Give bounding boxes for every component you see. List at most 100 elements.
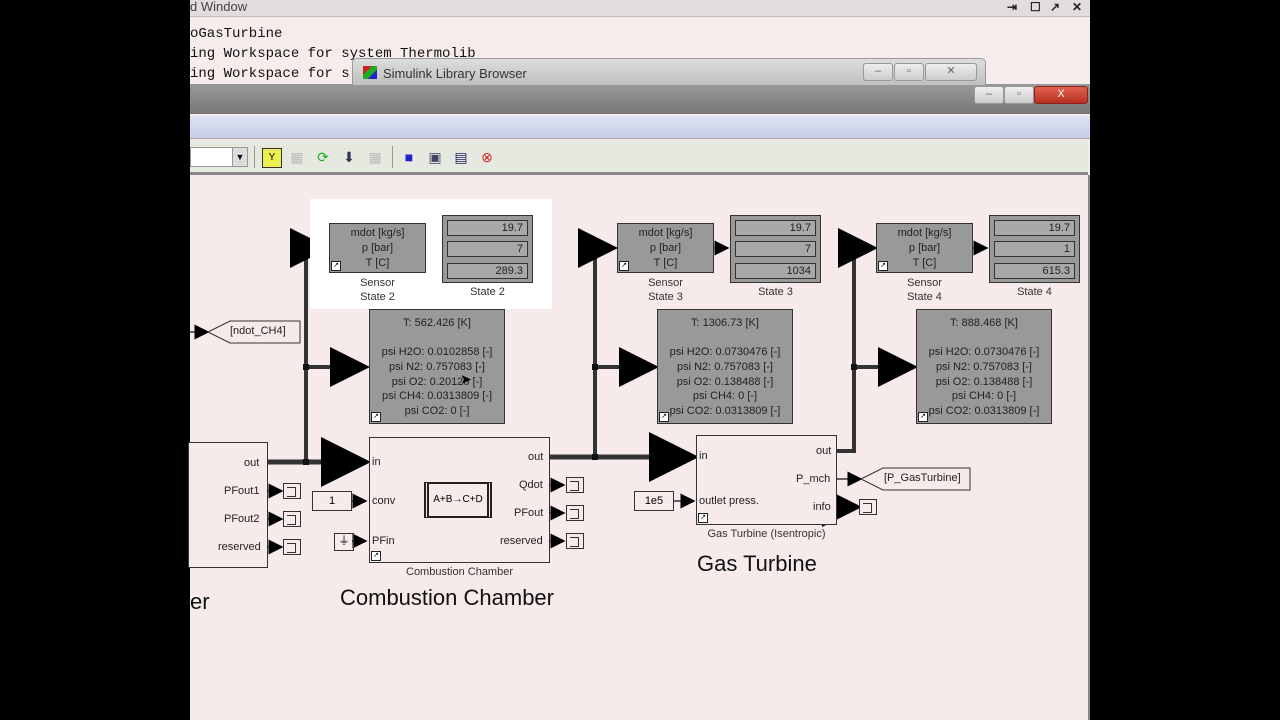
goto-tag-power[interactable]: [P_GasTurbine] bbox=[884, 472, 961, 484]
compressor-block[interactable] bbox=[188, 442, 268, 568]
sensor-label: p [bar] bbox=[908, 242, 941, 254]
ground-icon[interactable]: ⏚ bbox=[334, 533, 354, 551]
block-name: Gas Turbine (Isentropic) bbox=[707, 528, 826, 540]
terminator-block[interactable] bbox=[283, 539, 301, 555]
display-value: 7 bbox=[735, 241, 816, 257]
diagram-canvas[interactable]: out PFout1 PFout2 reserved er [ndot_CH4]… bbox=[188, 175, 1090, 720]
state-info-3[interactable]: T: 1306.73 [K] psi H2O: 0.0730476 [-] ps… bbox=[657, 309, 793, 424]
psi-label: psi H2O: 0.0730476 [-] bbox=[928, 346, 1040, 358]
maximize-icon[interactable]: ☐ bbox=[1030, 0, 1041, 14]
port-label: info bbox=[813, 501, 831, 513]
restore-button[interactable]: ▫ bbox=[894, 63, 924, 81]
command-window-titlebar: d Window ⇥ ☐ ↗ ✕ bbox=[190, 0, 1090, 17]
model-advisor-icon[interactable]: Y bbox=[262, 148, 282, 168]
terminator-block[interactable] bbox=[566, 533, 584, 549]
sensor-state-4[interactable]: mdot [kg/s] p [bar] T [C] ↗ bbox=[876, 223, 973, 273]
terminator-block[interactable] bbox=[566, 505, 584, 521]
sensor-label: mdot [kg/s] bbox=[638, 227, 693, 239]
psi-label: psi N2: 0.757083 [-] bbox=[676, 361, 773, 373]
profiler-icon[interactable]: ⊗ bbox=[481, 149, 493, 165]
update-icon[interactable]: ⟳ bbox=[317, 149, 329, 165]
link-icon: ↗ bbox=[918, 412, 928, 422]
compressor-caption: er bbox=[190, 589, 210, 614]
load-icon[interactable]: ⬇ bbox=[343, 149, 355, 165]
port-label: out bbox=[816, 445, 832, 457]
port-label: outlet press. bbox=[699, 495, 759, 507]
port-label: reserved bbox=[218, 541, 261, 553]
library-browser-title: Simulink Library Browser bbox=[383, 66, 527, 81]
psi-label: psi N2: 0.757083 [-] bbox=[935, 361, 1032, 373]
close-button[interactable]: ✕ bbox=[925, 63, 977, 81]
state-info-4[interactable]: T: 888.468 [K] psi H2O: 0.0730476 [-] ps… bbox=[916, 309, 1052, 424]
terminator-block[interactable] bbox=[859, 499, 877, 515]
psi-label: psi CH4: 0 [-] bbox=[692, 390, 758, 402]
link-icon: ↗ bbox=[619, 261, 629, 271]
psi-label: psi H2O: 0.0102858 [-] bbox=[381, 346, 493, 358]
close-icon[interactable]: ✕ bbox=[1072, 0, 1083, 14]
minimize-button[interactable]: – bbox=[974, 86, 1004, 104]
gas-turbine-caption: Gas Turbine bbox=[697, 551, 817, 576]
goto-tag-mdot[interactable]: [ndot_CH4] bbox=[230, 325, 286, 337]
port-label: conv bbox=[372, 495, 396, 507]
display-state-4[interactable]: 19.7 1 615.3 bbox=[989, 215, 1080, 283]
menu-bar bbox=[190, 116, 1090, 139]
display-value: 615.3 bbox=[994, 263, 1075, 279]
sim-mode-dropdown[interactable]: ▼ bbox=[190, 147, 248, 167]
gas-turbine-block[interactable]: ↗ bbox=[696, 435, 837, 525]
terminator-block[interactable] bbox=[283, 511, 301, 527]
link-icon: ↗ bbox=[371, 412, 381, 422]
command-line: oGasTurbine bbox=[190, 26, 283, 42]
undock-icon[interactable]: ⇥ bbox=[1007, 0, 1018, 14]
conv-constant[interactable]: 1 bbox=[312, 491, 352, 511]
incremental-build-icon[interactable]: ▦ bbox=[368, 149, 382, 165]
debugger-icon[interactable]: ▤ bbox=[454, 149, 468, 165]
chevron-down-icon[interactable]: ▼ bbox=[232, 148, 247, 166]
psi-label: psi CO2: 0.0313809 [-] bbox=[669, 405, 781, 417]
model-titlebar: – ▫ X bbox=[190, 84, 1090, 114]
minimize-button[interactable]: – bbox=[863, 63, 893, 81]
psi-label: psi O2: 0.138488 [-] bbox=[676, 376, 774, 388]
sensor-label: mdot [kg/s] bbox=[897, 227, 952, 239]
caption: State 2 bbox=[360, 291, 395, 303]
display-value: 289.3 bbox=[447, 263, 528, 279]
display-value: 1 bbox=[994, 241, 1075, 257]
toolbar-separator bbox=[392, 146, 393, 168]
library-browser-window[interactable]: Simulink Library Browser – ▫ ✕ bbox=[352, 58, 986, 86]
sensor-label: p [bar] bbox=[361, 242, 394, 254]
psi-label: psi CH4: 0.0313809 [-] bbox=[381, 390, 493, 402]
sensor-label: T [C] bbox=[912, 257, 937, 269]
display-state-3[interactable]: 19.7 7 1034 bbox=[730, 215, 821, 283]
display-value: 19.7 bbox=[994, 220, 1075, 236]
caption: State 3 bbox=[648, 291, 683, 303]
terminator-block[interactable] bbox=[566, 477, 584, 493]
simulink-icon bbox=[363, 66, 377, 79]
terminator-block[interactable] bbox=[283, 483, 301, 499]
port-label: PFout1 bbox=[224, 485, 260, 497]
psi-label: psi H2O: 0.0730476 [-] bbox=[669, 346, 781, 358]
link-icon: ↗ bbox=[331, 261, 341, 271]
combustion-chamber-block[interactable]: ↗ bbox=[369, 437, 550, 563]
port-label: PFout2 bbox=[224, 513, 260, 525]
port-label: in bbox=[699, 450, 708, 462]
display-value: 1034 bbox=[735, 263, 816, 279]
state-info-2[interactable]: T: 562.426 [K] psi H2O: 0.0102858 [-] ps… bbox=[369, 309, 505, 424]
psi-label: psi CO2: 0 [-] bbox=[404, 405, 470, 417]
build-icon[interactable]: ▦ bbox=[290, 149, 304, 165]
sensor-state-2[interactable]: mdot [kg/s] p [bar] T [C] ↗ bbox=[329, 223, 426, 273]
link-icon: ↗ bbox=[659, 412, 669, 422]
caption: Sensor bbox=[907, 277, 942, 289]
sensor-label: T [C] bbox=[653, 257, 678, 269]
sensor-state-3[interactable]: mdot [kg/s] p [bar] T [C] ↗ bbox=[617, 223, 714, 273]
restore-button[interactable]: ▫ bbox=[1004, 86, 1034, 104]
outlet-pressure-constant[interactable]: 1e5 bbox=[634, 491, 674, 511]
caption: State 4 bbox=[1017, 286, 1052, 298]
psi-label: psi CO2: 0.0313809 [-] bbox=[928, 405, 1040, 417]
model-explorer-icon[interactable]: ▣ bbox=[428, 149, 442, 165]
library-browser-icon[interactable]: ■ bbox=[404, 149, 414, 165]
display-state-2[interactable]: 19.7 7 289.3 bbox=[442, 215, 533, 283]
caption: State 3 bbox=[758, 286, 793, 298]
popout-icon[interactable]: ↗ bbox=[1050, 0, 1061, 14]
link-icon: ↗ bbox=[878, 261, 888, 271]
close-button[interactable]: X bbox=[1034, 86, 1088, 104]
psi-label: psi O2: 0.138488 [-] bbox=[935, 376, 1033, 388]
